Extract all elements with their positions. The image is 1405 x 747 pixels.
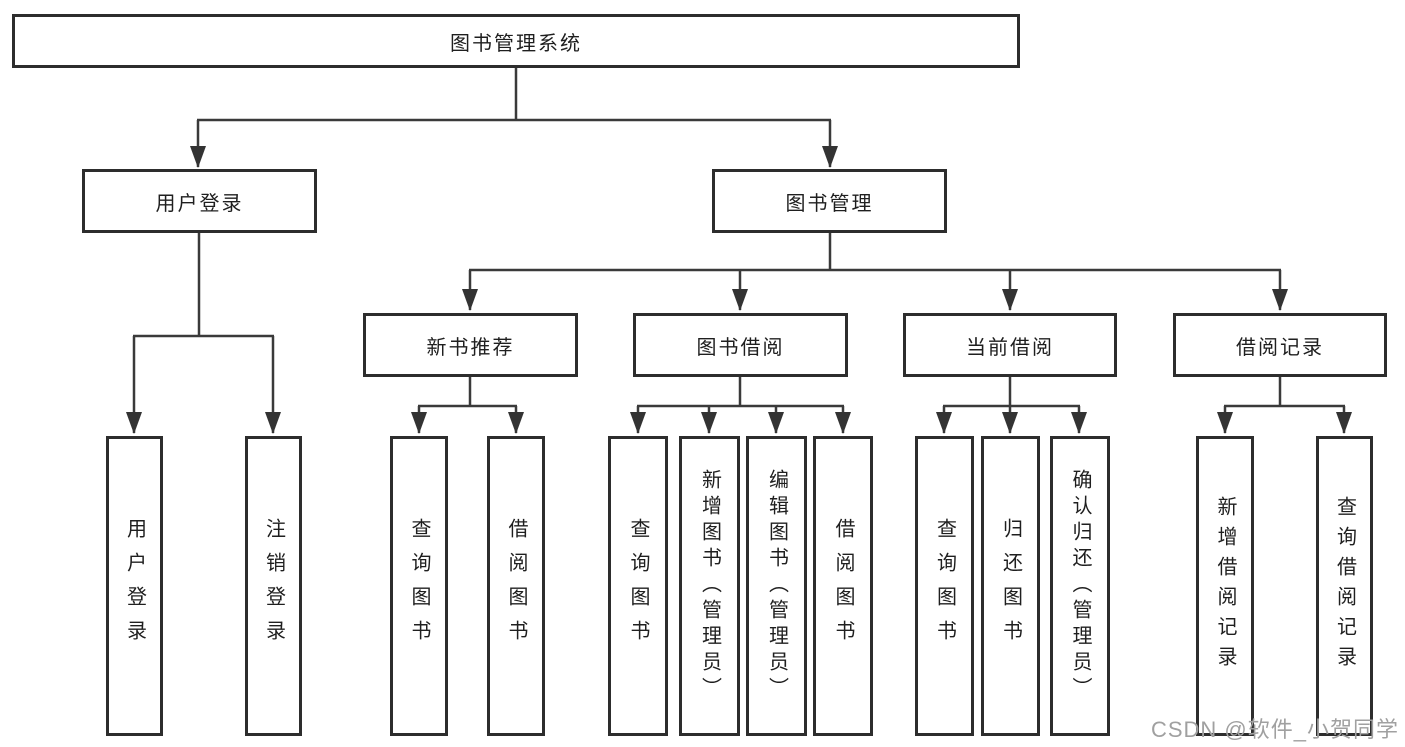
leaf-query-books-recommend-label: 查询图书 [408, 518, 430, 654]
node-book-management-label: 图书管理 [785, 192, 874, 215]
leaf-confirm-return-admin-label: 确认归还（管理员） [1069, 469, 1091, 703]
node-book-borrow-label: 图书借阅 [696, 336, 785, 359]
leaf-edit-book-admin: 编辑图书（管理员） [746, 436, 807, 736]
node-user-login-label: 用户登录 [155, 192, 244, 215]
leaf-query-books-current: 查询图书 [915, 436, 974, 736]
node-user-login: 用户登录 [82, 169, 317, 233]
leaf-add-borrow-record-label: 新增借阅记录 [1214, 496, 1236, 676]
leaf-add-borrow-record: 新增借阅记录 [1196, 436, 1254, 736]
leaf-user-login: 用户登录 [106, 436, 163, 736]
leaf-user-login-label: 用户登录 [123, 518, 146, 654]
leaf-return-books: 归还图书 [981, 436, 1040, 736]
node-borrow-records-label: 借阅记录 [1236, 336, 1324, 359]
leaf-query-books-recommend: 查询图书 [390, 436, 448, 736]
leaf-query-borrow-record-label: 查询借阅记录 [1333, 496, 1356, 676]
leaf-logout-label: 注销登录 [262, 518, 285, 654]
leaf-confirm-return-admin: 确认归还（管理员） [1050, 436, 1110, 736]
leaf-borrow-books-borrow-label: 借阅图书 [832, 518, 854, 654]
node-root: 图书管理系统 [12, 14, 1020, 68]
node-new-book-recommend-label: 新书推荐 [426, 336, 515, 359]
leaf-borrow-books-recommend: 借阅图书 [487, 436, 545, 736]
node-current-borrow: 当前借阅 [903, 313, 1117, 377]
node-root-label: 图书管理系统 [450, 32, 582, 55]
leaf-query-books-current-label: 查询图书 [933, 518, 956, 654]
node-new-book-recommend: 新书推荐 [363, 313, 578, 377]
leaf-query-borrow-record: 查询借阅记录 [1316, 436, 1373, 736]
leaf-logout: 注销登录 [245, 436, 302, 736]
node-current-borrow-label: 当前借阅 [966, 336, 1054, 359]
leaf-add-book-admin: 新增图书（管理员） [679, 436, 740, 736]
leaf-edit-book-admin-label: 编辑图书（管理员） [765, 469, 788, 703]
leaf-query-books-borrow: 查询图书 [608, 436, 668, 736]
leaf-return-books-label: 归还图书 [999, 518, 1022, 654]
leaf-add-book-admin-label: 新增图书（管理员） [698, 469, 721, 703]
leaf-borrow-books-recommend-label: 借阅图书 [505, 518, 527, 654]
node-book-management: 图书管理 [712, 169, 947, 233]
leaf-query-books-borrow-label: 查询图书 [627, 518, 649, 654]
leaf-borrow-books-borrow: 借阅图书 [813, 436, 873, 736]
watermark: CSDN @软件_小贺同学 [1150, 717, 1399, 742]
node-book-borrow: 图书借阅 [633, 313, 848, 377]
node-borrow-records: 借阅记录 [1173, 313, 1387, 377]
